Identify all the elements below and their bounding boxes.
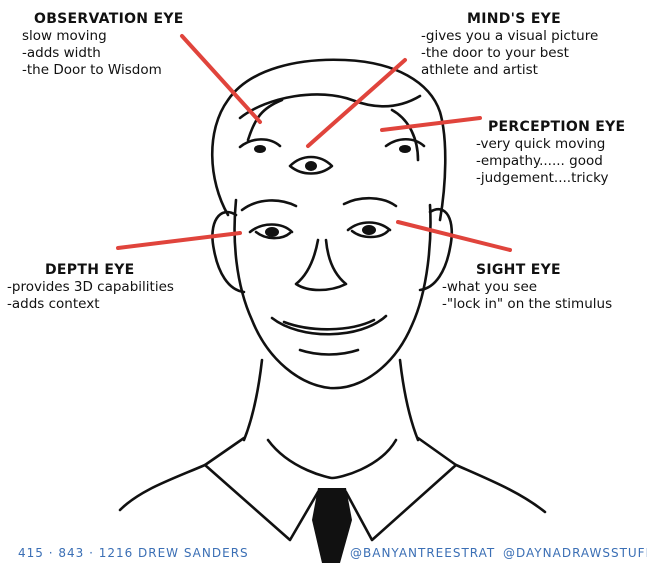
sight-eye-title: SIGHT EYE bbox=[476, 262, 612, 279]
depth-eye-line: -provides 3D capabilities bbox=[7, 279, 174, 296]
sight-eye-line: -"lock in" on the stimulus bbox=[442, 296, 612, 313]
pointer-depth bbox=[118, 233, 240, 248]
sight-eye-line: -what you see bbox=[442, 279, 612, 296]
footer-handle-2: @DAYNADRAWSSTUFF bbox=[503, 546, 647, 560]
observation-eye-label: OBSERVATION EYE slow moving -adds width … bbox=[22, 11, 184, 79]
footer-handle-1: @BANYANTREESTRAT bbox=[350, 546, 495, 560]
shirt-collar bbox=[205, 438, 318, 540]
observation-eye-line: -the Door to Wisdom bbox=[22, 62, 184, 79]
perception-eye-line: -judgement....tricky bbox=[476, 170, 625, 187]
perception-eye-label: PERCEPTION EYE -very quick moving -empat… bbox=[476, 119, 625, 187]
minds-eye-line: -gives you a visual picture bbox=[421, 28, 598, 45]
pointer-mind bbox=[308, 60, 405, 146]
minds-eye-label: MIND'S EYE -gives you a visual picture -… bbox=[421, 11, 598, 79]
observation-eye-line: -adds width bbox=[22, 45, 184, 62]
observation-eye-title: OBSERVATION EYE bbox=[34, 11, 184, 28]
perception-eye-line: -very quick moving bbox=[476, 136, 625, 153]
observation-eye-line: slow moving bbox=[22, 28, 184, 45]
perception-eye-title: PERCEPTION EYE bbox=[488, 119, 625, 136]
footer-phone: 415 · 843 · 1216 bbox=[18, 546, 133, 560]
footer-author: DREW SANDERS bbox=[138, 546, 249, 560]
depth-eye-title: DEPTH EYE bbox=[45, 262, 174, 279]
pointer-perception bbox=[382, 118, 480, 130]
pointer-sight bbox=[398, 222, 510, 250]
depth-eye-line: -adds context bbox=[7, 296, 174, 313]
minds-eye-line: -the door to your best bbox=[421, 45, 598, 62]
perception-eye-line: -empathy...... good bbox=[476, 153, 625, 170]
sight-eye-label: SIGHT EYE -what you see -"lock in" on th… bbox=[442, 262, 612, 313]
depth-eye-label: DEPTH EYE -provides 3D capabilities -add… bbox=[7, 262, 174, 313]
nose bbox=[296, 240, 346, 290]
minds-eye-title: MIND'S EYE bbox=[467, 11, 598, 28]
minds-eye-line: athlete and artist bbox=[421, 62, 598, 79]
necktie bbox=[312, 488, 352, 563]
